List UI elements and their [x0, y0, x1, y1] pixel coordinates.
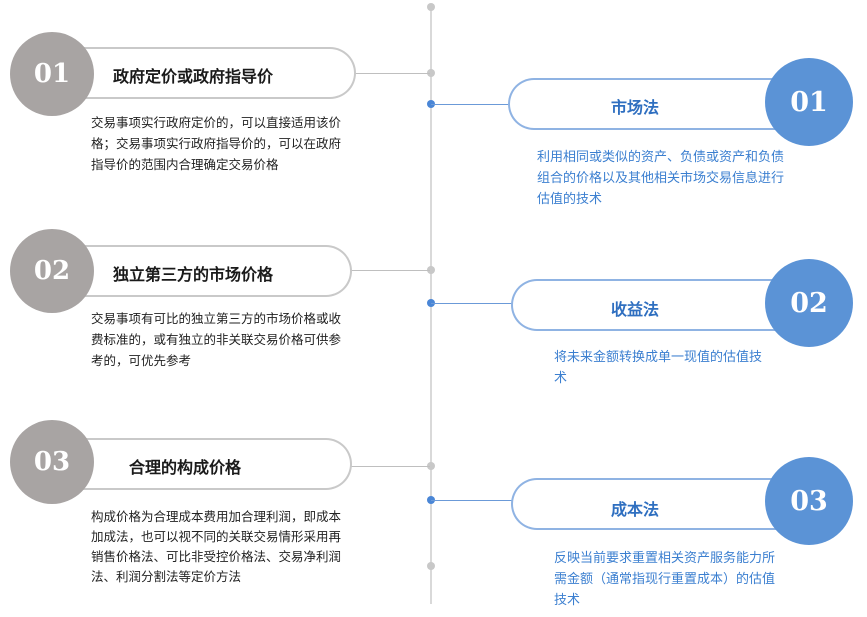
item-description: 构成价格为合理成本费用加合理利润，即成本加成法，也可以视不同的关联交易情形采用再… — [91, 509, 342, 584]
number-badge: 02 — [765, 259, 853, 347]
title-pill — [50, 47, 356, 99]
title-pill — [511, 279, 808, 331]
connector-line — [352, 73, 430, 74]
item-description: 将未来金额转换成单一现值的估值技术 — [554, 350, 763, 386]
item-description: 利用相同或类似的资产、负债或资产和负债组合的价格以及其他相关市场交易信息进行估值… — [537, 150, 785, 207]
item-title: 收益法 — [611, 300, 660, 319]
connector-line — [350, 466, 430, 467]
timeline-dot — [427, 266, 435, 274]
timeline-dot — [427, 562, 435, 570]
title-pill — [50, 438, 352, 490]
number-label: 01 — [33, 59, 71, 89]
number-label: 03 — [33, 447, 71, 477]
item-title: 成本法 — [611, 500, 660, 519]
number-label: 02 — [790, 287, 828, 319]
item-title: 合理的构成价格 — [129, 458, 242, 477]
timeline-dot — [427, 69, 435, 77]
number-badge: 02 — [10, 229, 94, 313]
number-label: 03 — [790, 485, 828, 517]
title-pill — [511, 478, 808, 530]
item-title: 市场法 — [611, 98, 660, 117]
number-badge: 03 — [10, 420, 94, 504]
number-badge: 01 — [10, 32, 94, 116]
number-label: 01 — [790, 86, 828, 118]
item-description: 反映当前要求重置相关资产服务能力所需金额（通常指现行重置成本）的估值技术 — [554, 551, 776, 608]
item-title: 政府定价或政府指导价 — [113, 67, 274, 86]
connector-line — [431, 500, 513, 501]
connector-line — [350, 270, 430, 271]
timeline-dot — [427, 462, 435, 470]
number-label: 02 — [33, 256, 71, 286]
number-badge: 03 — [765, 457, 853, 545]
connector-line — [431, 303, 513, 304]
number-badge: 01 — [765, 58, 853, 146]
timeline-dot — [427, 3, 435, 11]
connector-line — [431, 104, 511, 105]
item-description: 交易事项实行政府定价的，可以直接适用该价格；交易事项实行政府指导价的，可以在政府… — [91, 115, 342, 172]
item-description: 交易事项有可比的独立第三方的市场价格或收费标准的，或有独立的非关联交易价格可供参… — [91, 311, 342, 368]
title-pill — [508, 78, 808, 130]
item-title: 独立第三方的市场价格 — [113, 265, 274, 284]
title-pill — [50, 245, 352, 297]
